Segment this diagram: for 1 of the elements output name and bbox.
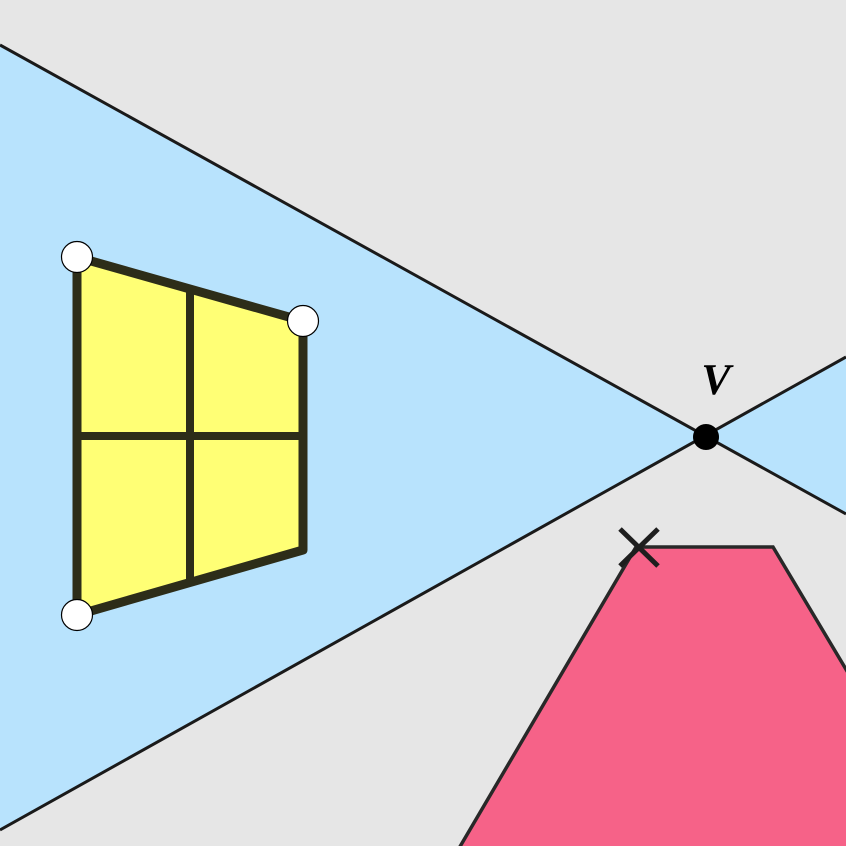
point-label: V bbox=[704, 365, 734, 395]
